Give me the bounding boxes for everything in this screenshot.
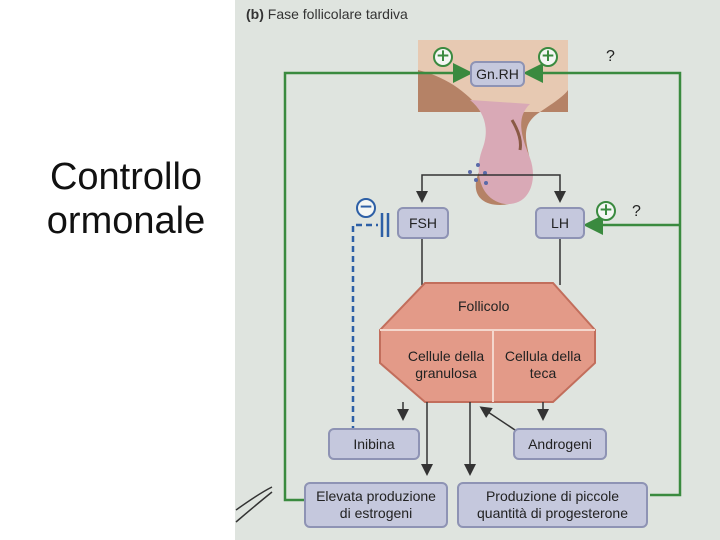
feedback-arrow-right-gnrh [523,63,682,497]
feedback-arrow-left [283,63,473,502]
slide-title: Controllo ormonale [46,156,206,242]
stimulation-plus-icon: + [433,47,453,67]
arrow-to-fsh [416,174,490,203]
theca-label: Cellula della teca [504,348,582,381]
panel-title: (b) Fase follicolare tardiva [246,6,408,22]
fsh-box: FSH [397,207,449,239]
inhibin-box: Inibina [328,428,420,460]
estrogen-output-box: Elevata produzione di estrogeni [304,482,448,528]
follicle-shape [379,282,596,403]
question-mark-lh: ? [632,203,641,220]
stimulation-plus-icon: + [538,47,558,67]
panel-title-text: Fase follicolare tardiva [267,6,408,22]
inhibition-minus-icon: − [356,198,376,218]
cropped-stroke-1 [235,486,273,511]
arrow-to-lh [490,174,566,203]
cropped-stroke-2 [235,491,273,523]
question-mark-gnrh: ? [606,48,615,65]
androgens-box: Androgeni [513,428,607,460]
lh-box: LH [535,207,585,239]
follicle-label: Follicolo [458,298,510,314]
arrow-androgens-to-granulosa [479,406,516,431]
granulosa-label: Cellule della granulosa [407,348,485,381]
gnrh-box: Gn.RH [470,61,525,87]
panel-label: (b) [246,6,264,22]
stimulation-plus-icon: + [596,201,616,221]
progesterone-output-box: Produzione di piccole quantità di proges… [457,482,648,528]
inhibin-feedback-line [351,223,378,432]
